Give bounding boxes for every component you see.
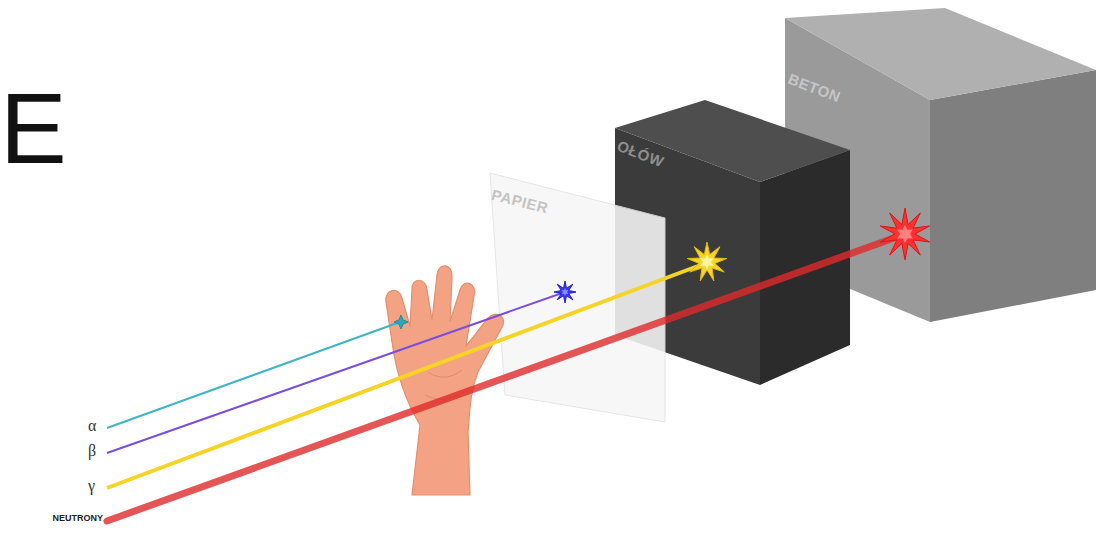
block-face (760, 150, 850, 385)
impact-star (554, 281, 576, 303)
heading-letter: E (0, 78, 67, 178)
impact-star (562, 288, 569, 296)
beta-ray (107, 292, 565, 453)
paper-sheet: PAPIER (485, 168, 671, 426)
ray-label: NEUTRONY (52, 514, 103, 523)
hand-shape (386, 266, 504, 495)
ray-label: α (88, 418, 96, 434)
impact-star (394, 315, 408, 329)
block-face (930, 70, 1096, 322)
ray-label: γ (88, 478, 95, 494)
impact-star (700, 254, 714, 270)
alpha-ray (107, 322, 400, 428)
ray-label: β (88, 443, 96, 459)
impact-star (897, 225, 913, 243)
